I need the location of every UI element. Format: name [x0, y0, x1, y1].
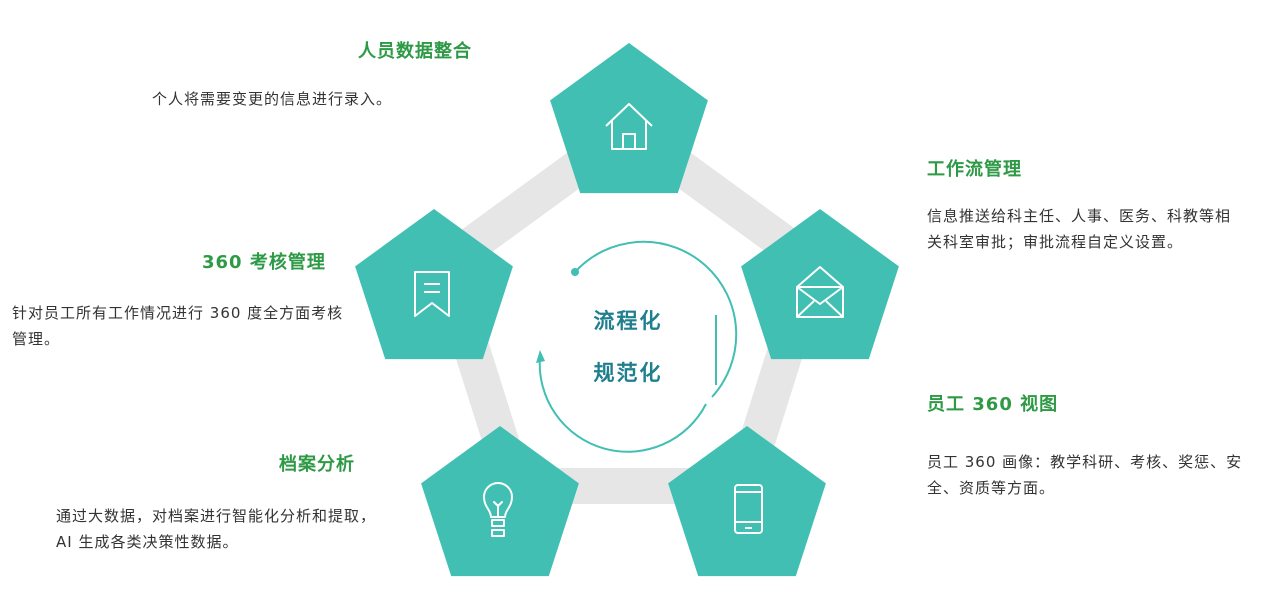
node-title-personnel-data: 人员数据整合	[358, 41, 472, 62]
node-desc-workflow: 信息推送给科主任、人事、医务、科教等相关科室审批；审批流程自定义设置。	[927, 207, 1232, 251]
bookmark-icon	[414, 271, 450, 317]
cycle-arc-left	[538, 356, 707, 453]
center-label-2: 规范化	[594, 361, 663, 385]
node-desc-personnel-data: 个人将需要变更的信息进行录入。	[152, 90, 393, 108]
node-desc-360-assessment: 针对员工所有工作情况进行 360 度全方面考核管理。	[12, 304, 344, 348]
envelope-icon	[796, 266, 844, 318]
node-title-employee-360: 员工 360 视图	[927, 394, 1059, 415]
node-desc-employee-360: 员工 360 画像：教学科研、考核、奖惩、安全、资质等方面。	[927, 453, 1243, 497]
node-360-assessment	[355, 209, 513, 360]
cycle-start-dot	[571, 268, 579, 276]
house-icon	[605, 103, 653, 150]
node-pentagon	[421, 426, 579, 577]
lightbulb-icon	[483, 482, 513, 537]
node-employee-360	[668, 426, 826, 577]
node-pentagon	[668, 426, 826, 577]
node-desc-archive-analysis: 通过大数据，对档案进行智能化分析和提取，AI 生成各类决策性数据。	[56, 507, 377, 551]
node-title-workflow: 工作流管理	[927, 159, 1022, 180]
cycle-arrow	[536, 240, 738, 453]
node-pentagon	[741, 209, 899, 360]
node-title-360-assessment: 360 考核管理	[202, 252, 326, 273]
mobile-phone-icon	[734, 484, 763, 534]
node-workflow	[741, 209, 899, 360]
center-label-1: 流程化	[594, 309, 663, 333]
node-personnel-data	[550, 43, 708, 194]
cycle-arrowhead	[536, 350, 545, 363]
node-pentagon	[550, 43, 708, 194]
node-archive-analysis	[421, 426, 579, 577]
cycle-arc-right	[574, 240, 738, 398]
node-title-archive-analysis: 档案分析	[279, 454, 355, 475]
